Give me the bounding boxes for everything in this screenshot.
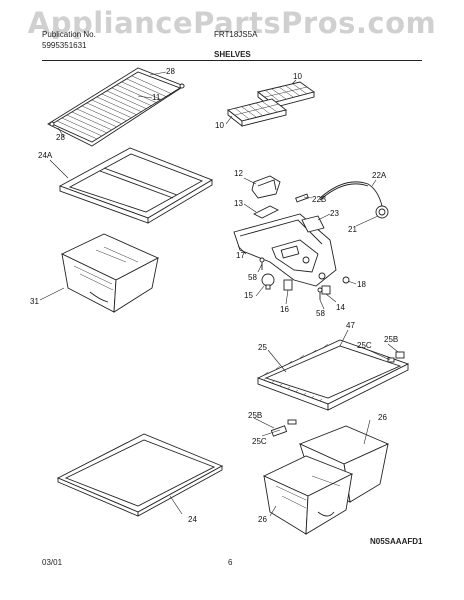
callout-25: 25 <box>258 343 267 352</box>
callout-22b: 22B <box>312 195 326 204</box>
callout-23: 23 <box>330 209 339 218</box>
wire-shelf <box>47 67 185 147</box>
lamp-socket <box>283 279 293 291</box>
callout-28a: 28 <box>166 67 175 76</box>
publication-label: Publication No. <box>42 30 96 39</box>
crisper-pan-handle <box>89 291 109 303</box>
callout-58b: 58 <box>316 309 325 318</box>
callout-11: 11 <box>152 93 161 102</box>
crisper-cover-frame <box>58 147 214 219</box>
publication-number: 5995351631 <box>42 41 87 50</box>
screw-b <box>317 287 323 293</box>
callout-12: 12 <box>234 169 243 178</box>
wire-shelf-rods <box>51 75 173 143</box>
callout-25b-rear: 25B <box>384 335 398 344</box>
section-title: SHELVES <box>214 50 251 59</box>
tube-clip <box>295 193 309 203</box>
model-number: FRT18JS5A <box>214 30 258 39</box>
crisper-pan <box>60 233 160 313</box>
callout-10a: 10 <box>293 72 302 81</box>
callout-25c-front: 25C <box>252 437 267 446</box>
callout-14: 14 <box>336 303 345 312</box>
crisper-pans-pair <box>262 425 390 535</box>
callout-22a: 22A <box>372 171 387 180</box>
callout-58a: 58 <box>248 273 257 282</box>
callout-16: 16 <box>280 305 289 314</box>
callout-26b: 26 <box>258 515 267 524</box>
control-knob <box>375 205 389 219</box>
light-bulb <box>261 273 275 287</box>
glass-shelf-assembly <box>256 339 410 437</box>
ice-tray-front-cells <box>234 101 280 120</box>
callout-17: 17 <box>236 251 245 260</box>
light-switch <box>321 285 331 295</box>
callout-31: 31 <box>30 297 39 306</box>
callout-26a: 26 <box>378 413 387 422</box>
glass-shelf-frame <box>56 433 224 513</box>
screw-a <box>259 257 265 263</box>
shelf-clip-rear <box>387 357 395 363</box>
service-center-cover <box>251 175 281 199</box>
footer-page-number: 6 <box>228 558 233 567</box>
diagram-code: N05SAAAFD1 <box>370 537 423 546</box>
capillary-tube <box>319 181 383 207</box>
shelf-clip-rear <box>179 83 185 89</box>
callout-labels: 28 28 11 10 10 24A 12 22A 13 22B 23 21 1… <box>30 67 398 524</box>
glass-shelf-lower <box>56 433 224 517</box>
callout-21: 21 <box>348 225 357 234</box>
callout-13: 13 <box>234 199 243 208</box>
callout-25b-front: 25B <box>248 411 262 420</box>
wire-shelf-frame <box>47 67 185 147</box>
footer-date: 03/01 <box>42 558 63 567</box>
ice-tray-rear-cells <box>264 83 308 102</box>
callout-18: 18 <box>357 280 366 289</box>
crisper-cover-shelf <box>58 147 214 224</box>
callout-28b: 28 <box>56 133 65 142</box>
shelf-bracket-rear <box>395 351 405 359</box>
callout-24: 24 <box>188 515 197 524</box>
shelf-clip-front <box>287 419 297 425</box>
header-rule <box>42 60 422 61</box>
shelf-bracket-front <box>270 425 288 437</box>
part-18 <box>342 276 350 284</box>
callout-15: 15 <box>244 291 253 300</box>
callout-10b: 10 <box>215 121 224 130</box>
shelf-clip-front <box>49 121 55 127</box>
leader-lines <box>39 71 399 517</box>
callout-24a: 24A <box>38 151 53 160</box>
ice-trays <box>226 81 316 127</box>
callout-47: 47 <box>346 321 355 330</box>
callout-25c-rear: 25C <box>357 341 372 350</box>
service-center-assembly <box>233 175 389 300</box>
bracket <box>252 205 280 219</box>
